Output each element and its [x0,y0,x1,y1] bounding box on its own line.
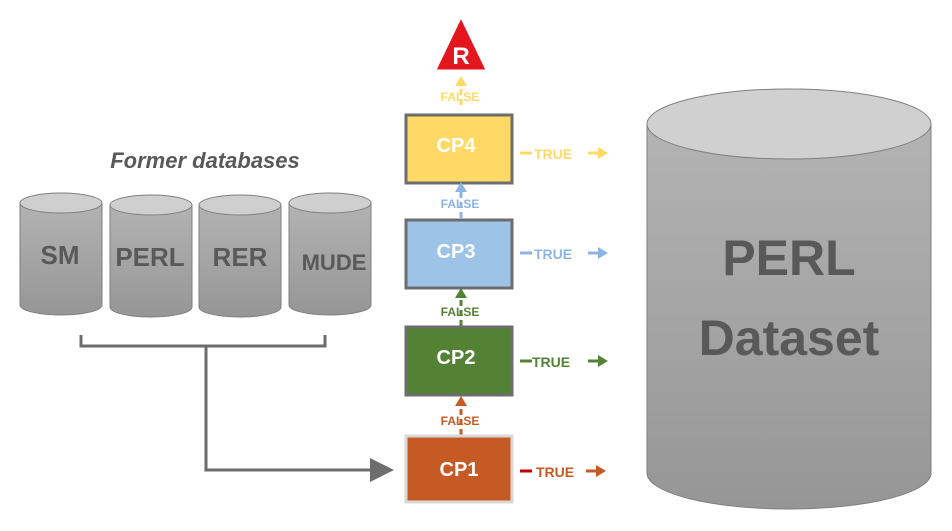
former-db-rer: RER [198,194,282,318]
true-label: TRUE [532,354,570,370]
checkpoint-label: CP4 [437,135,477,157]
true-label: TRUE [536,464,574,480]
former-db-mude: MUDE [288,192,372,316]
dataset-label-line1: PERL [722,230,855,286]
checkpoint-cp3: FALSE CP3 TRUE [404,182,608,290]
perl-dataset-cylinder: PERL Dataset [646,88,932,510]
former-databases-title: Former databases [110,148,300,173]
former-db-label: PERL [115,242,184,272]
reject-label: R [452,43,469,70]
former-db-perl: PERL [109,194,193,318]
true-label: TRUE [534,246,572,262]
checkpoint-label: CP1 [440,459,479,481]
false-label: FALSE [441,197,480,211]
former-db-label: MUDE [302,250,367,275]
former-db-label: SM [41,240,80,270]
false-label: FALSE [441,414,480,428]
checkpoint-cp4: FALSE CP4 TRUE [404,76,608,185]
checkpoint-label: CP3 [437,241,476,263]
merge-bracket [79,335,327,348]
true-label: TRUE [534,146,572,162]
checkpoint-label: CP2 [437,347,476,369]
checkpoint-cp2: FALSE CP2 TRUE [404,288,608,397]
checkpoint-cp1: FALSE CP1 TRUE [404,396,606,504]
former-db-sm: SM [19,192,103,316]
false-label: FALSE [441,305,480,319]
former-db-label: RER [213,242,268,272]
false-label: FALSE [441,90,480,104]
connector-arrow [204,346,394,482]
dataset-label-line2: Dataset [699,310,880,366]
reject-marker: R [435,16,487,71]
